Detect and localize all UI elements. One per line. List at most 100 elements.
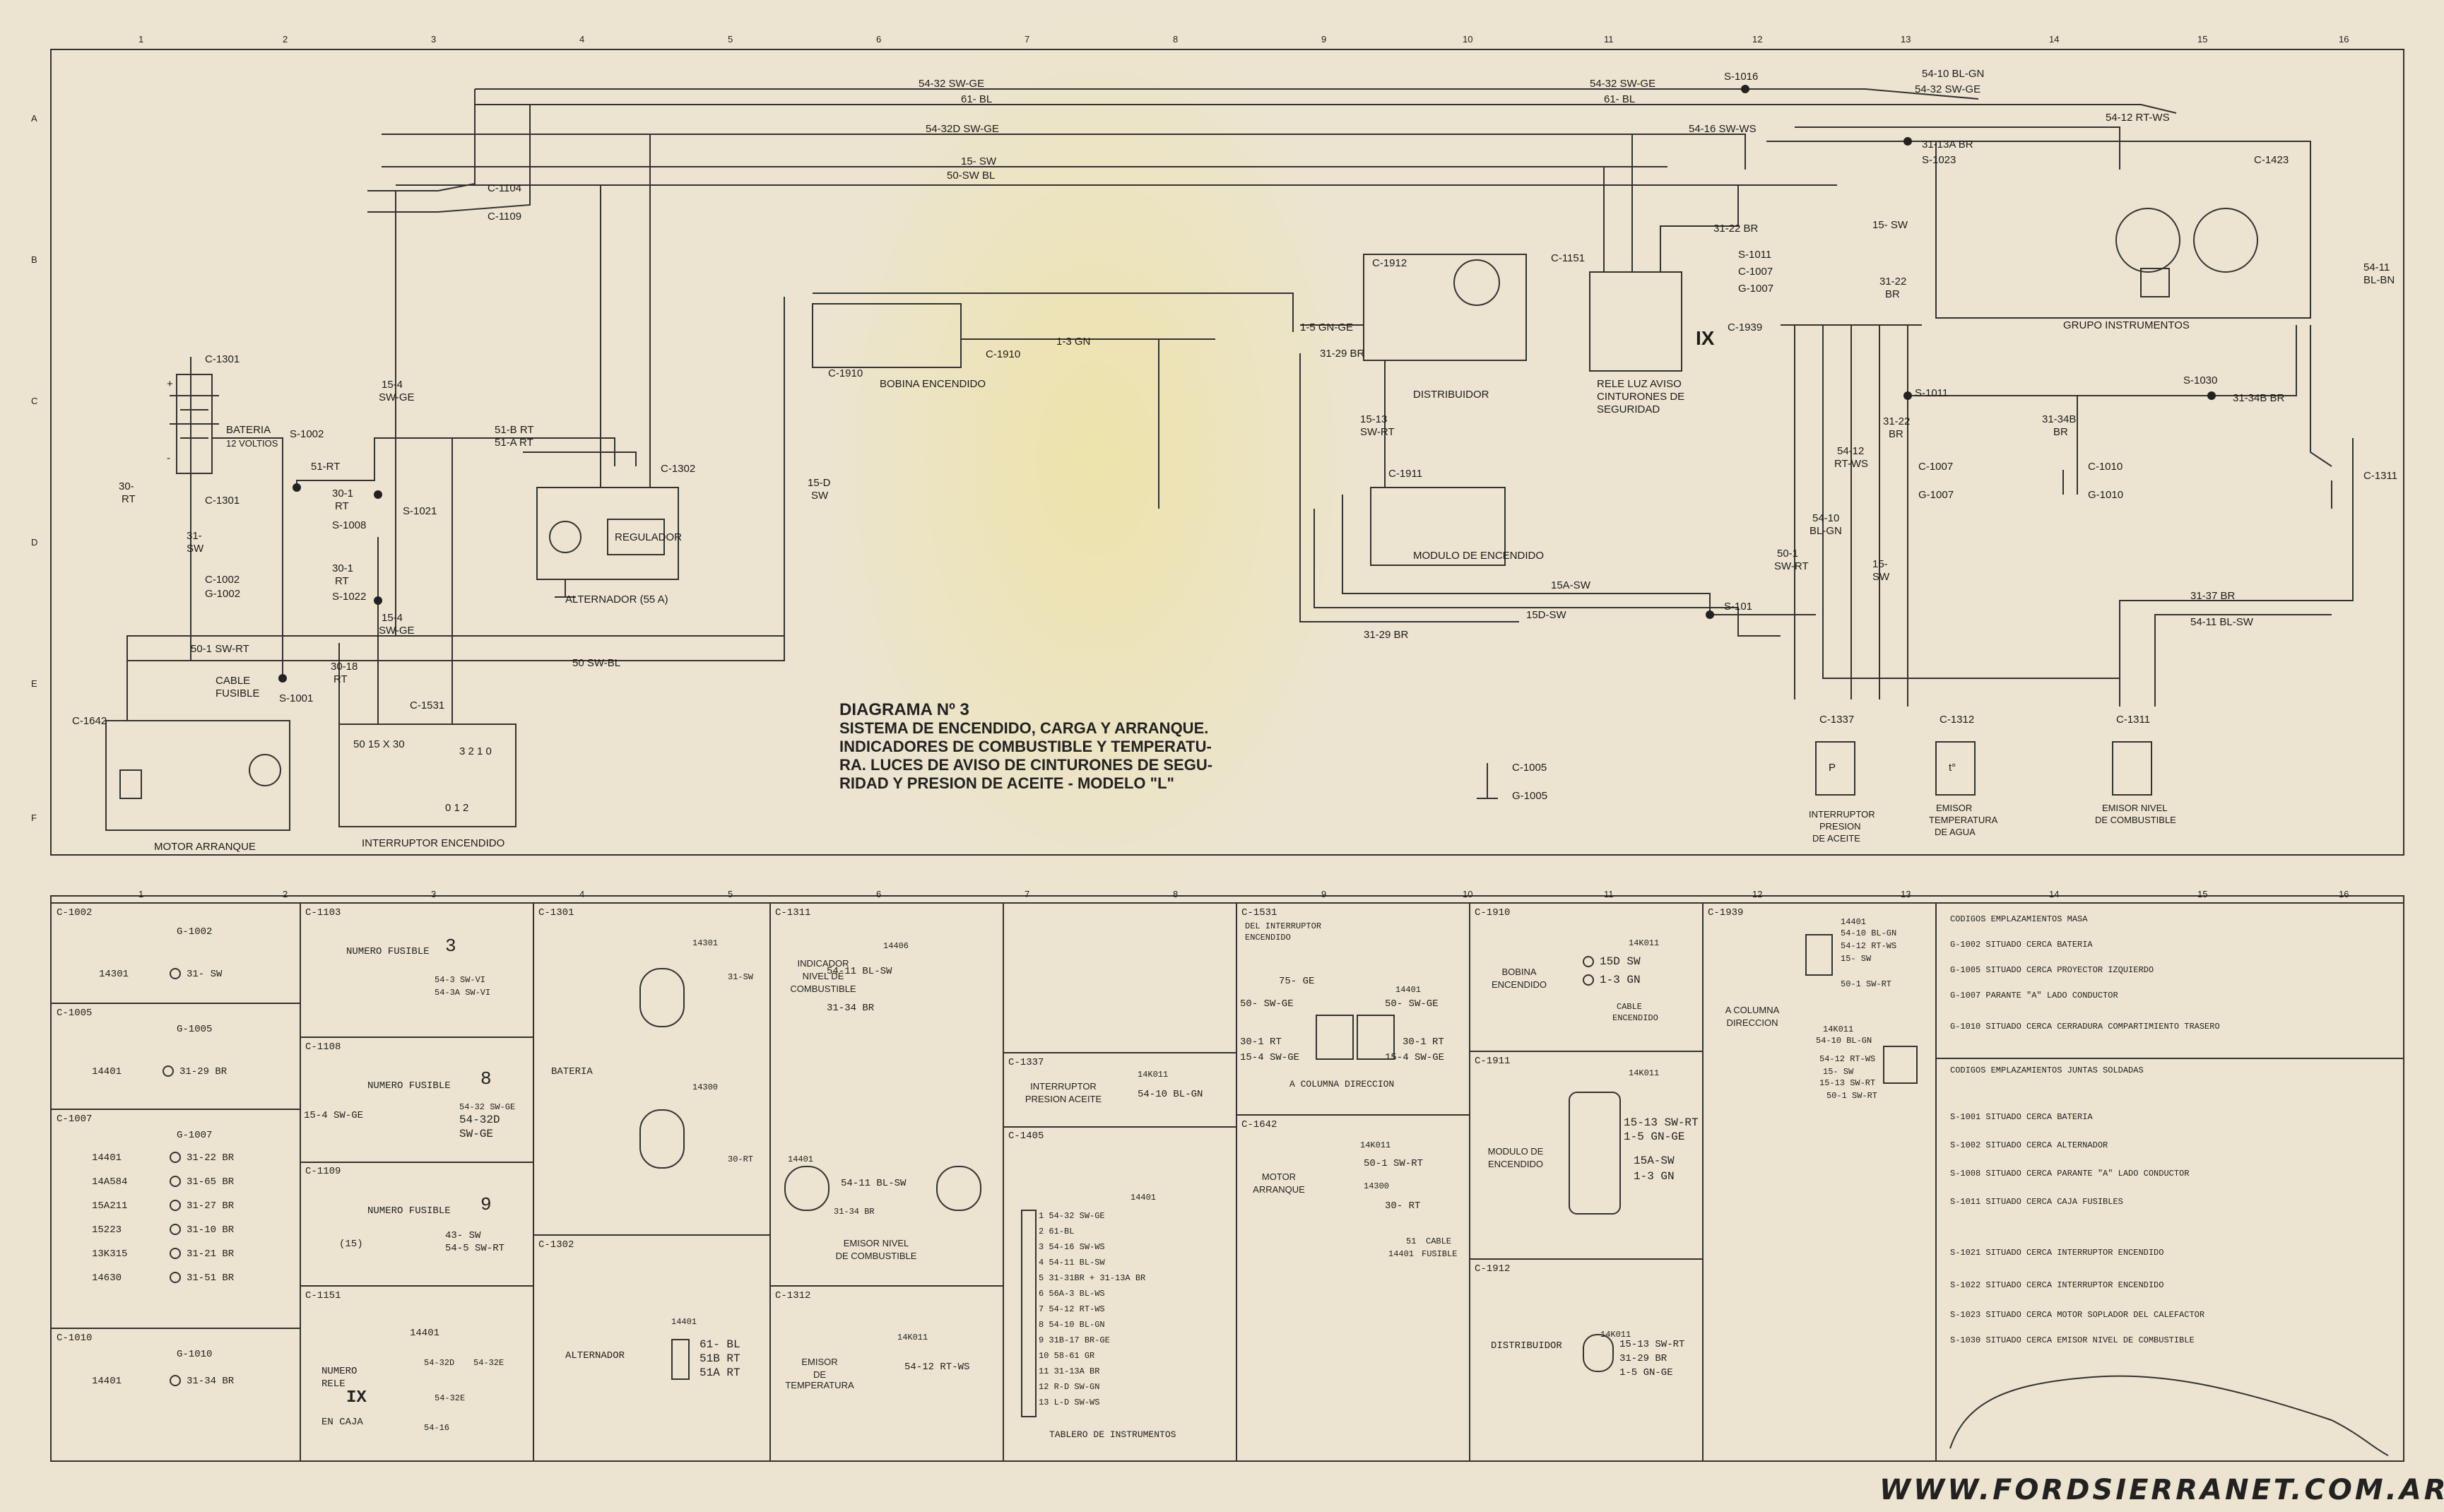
wire-label: 54-10: [1812, 512, 1840, 524]
temperature-symbol: t°: [1949, 762, 1956, 774]
connector-label: C-1301: [205, 495, 240, 507]
pin-row: 5 31-31BR + 31-13A BR: [1039, 1270, 1145, 1286]
wire-code: 54-10 BL-GN: [1138, 1089, 1203, 1100]
connector-label: C-1312: [1940, 714, 1975, 726]
wire-label: 54-16 SW-WS: [1689, 123, 1757, 135]
table-title: C-1301: [538, 907, 574, 919]
grid-col: 16: [2339, 34, 2349, 45]
switch-table-label: ENCENDIDO: [1245, 933, 1291, 943]
cable-label: CABLE: [1617, 1002, 1643, 1012]
distributor-connector-icon: [1583, 1334, 1614, 1372]
instrument-cluster-label: GRUPO INSTRUMENTOS: [2063, 319, 2190, 331]
splice-label: S-1021: [403, 505, 437, 517]
oil-pressure-switch-label: PRESION: [1819, 821, 1861, 832]
wire-code: 31-34 BR: [827, 1003, 875, 1014]
grid-row: F: [31, 813, 37, 823]
part-code: 14401: [92, 1376, 122, 1387]
wire-label: SW-GE: [379, 391, 415, 403]
grid-col: 11: [1604, 34, 1614, 45]
relay-number-label: NUMERO: [321, 1366, 358, 1377]
part-code: 14630: [92, 1272, 122, 1284]
wire-code: 30-1 RT: [1240, 1036, 1282, 1048]
pin-wire: 54-10 BL-GN: [1049, 1320, 1105, 1330]
part-code: 15223: [92, 1224, 122, 1236]
part-code: 14301: [692, 938, 719, 948]
module-table-label: ENCENDIDO: [1487, 1159, 1543, 1169]
wire-label: 15D-SW: [1526, 609, 1566, 621]
pin-number: 7: [1039, 1304, 1044, 1314]
connector-label: C-1642: [72, 715, 107, 727]
pin-number: 4: [1039, 1258, 1044, 1268]
instrument-pin-list: 1 54-32 SW-GE 2 61-BL 3 54-16 SW-WS 4 54…: [1039, 1208, 1145, 1410]
connector-label: C-1002: [205, 574, 240, 586]
website-watermark: WWW.FORDSIERRANET.COM.AR: [1879, 1474, 2444, 1506]
ignition-numbers: 3 2 1 0: [459, 745, 492, 757]
wire-code: 51A RT: [699, 1366, 740, 1379]
pin-wire: 56A-3 BL-WS: [1049, 1289, 1105, 1299]
battery-terminal-icon: [639, 968, 685, 1027]
part-code: 14K011: [897, 1333, 928, 1342]
module-connector-icon: [1569, 1092, 1621, 1215]
wire-label: 30-: [119, 480, 134, 492]
part-code: 14300: [1364, 1181, 1390, 1191]
grid-col: 14: [2049, 889, 2060, 899]
grid-col: 1: [138, 34, 144, 45]
connector-label: C-1104: [488, 182, 522, 194]
wire-label: 31-13A BR: [1922, 138, 1973, 150]
pin-number: 6: [1039, 1289, 1044, 1299]
water-temp-sender-label: EMISOR: [1936, 803, 1973, 813]
title-line: INDICADORES DE COMBUSTIBLE Y TEMPERATU-: [839, 738, 1212, 755]
pin-number: 12: [1039, 1382, 1049, 1392]
instrument-connector-icon: [1021, 1210, 1037, 1417]
wire-code: 75- GE: [1279, 976, 1315, 987]
connector-label: C-1005: [1512, 762, 1547, 774]
fuse-number: 8: [480, 1068, 492, 1089]
connector-label: C-1311: [2116, 714, 2151, 726]
part-code: 14401: [1131, 1193, 1157, 1203]
pin-number: 3: [1039, 1242, 1044, 1252]
grid-col: 10: [1463, 34, 1473, 45]
starter-label: MOTOR ARRANQUE: [154, 841, 256, 853]
wire-code: 31-29 BR: [163, 1065, 227, 1078]
fuse-cable-label: FUSIBLE: [216, 687, 260, 699]
wire-code: 15- SW: [1823, 1067, 1854, 1077]
water-temp-sender-label: TEMPERATURA: [1929, 815, 1998, 825]
wire-code: 50-1 SW-RT: [1826, 1091, 1878, 1101]
wire-code: 54-32E: [435, 1393, 466, 1403]
table-title: C-1103: [305, 907, 341, 919]
wire-code: 54-12 RT-WS: [904, 1362, 970, 1373]
fuse-number: 3: [445, 935, 456, 957]
wire-label: BR: [2053, 426, 2068, 438]
coil-table-label: ENCENDIDO: [1491, 979, 1547, 990]
wire-label: 31-29 BR: [1320, 348, 1365, 360]
wire-code: 31-SW: [728, 972, 754, 982]
wire-label: 31-22: [1879, 276, 1907, 288]
oil-switch-table-label: PRESION ACEITE: [1025, 1094, 1102, 1104]
splice-code-item: S-1023 SITUADO CERCA MOTOR SOPLADOR DEL …: [1950, 1310, 2205, 1320]
temp-sender-table-label: EMISOR: [801, 1357, 838, 1367]
pin-wire: 54-32 SW-GE: [1049, 1211, 1105, 1221]
grid-col: 6: [876, 34, 882, 45]
connector-label: C-1007: [1738, 266, 1773, 278]
wire-code: 15-4 SW-GE: [1385, 1052, 1445, 1063]
ground-code: G-1007: [177, 1130, 213, 1141]
pin-row: 10 58-61 GR: [1039, 1348, 1145, 1364]
wire-label: 50 SW-BL: [572, 657, 621, 669]
wire-code: 31-22 BR: [170, 1152, 234, 1164]
regulator-label: REGULADOR: [615, 531, 683, 543]
water-temp-sender-label: DE AGUA: [1935, 827, 1976, 837]
grid-col: 1: [138, 889, 144, 899]
grid-col: 13: [1901, 34, 1911, 45]
coil-label: BOBINA ENCENDIDO: [880, 378, 986, 390]
connector-label: C-1423: [2254, 154, 2289, 166]
wire-label: 15-: [1872, 558, 1888, 570]
relay-label: SEGURIDAD: [1597, 403, 1660, 415]
wire-label: 51-A RT: [495, 437, 533, 449]
part-code: 14K011: [1629, 938, 1660, 948]
ground-code: G-1002: [177, 926, 213, 938]
wire-code-text: 31-29 BR: [179, 1066, 228, 1077]
title-line: SISTEMA DE ENCENDIDO, CARGA Y ARRANQUE.: [839, 719, 1209, 737]
alternator-table-label: ALTERNADOR: [565, 1350, 625, 1362]
wire-code-text: 31- SW: [187, 969, 223, 980]
splice-code-item: S-1002 SITUADO CERCA ALTERNADOR: [1950, 1140, 2108, 1150]
